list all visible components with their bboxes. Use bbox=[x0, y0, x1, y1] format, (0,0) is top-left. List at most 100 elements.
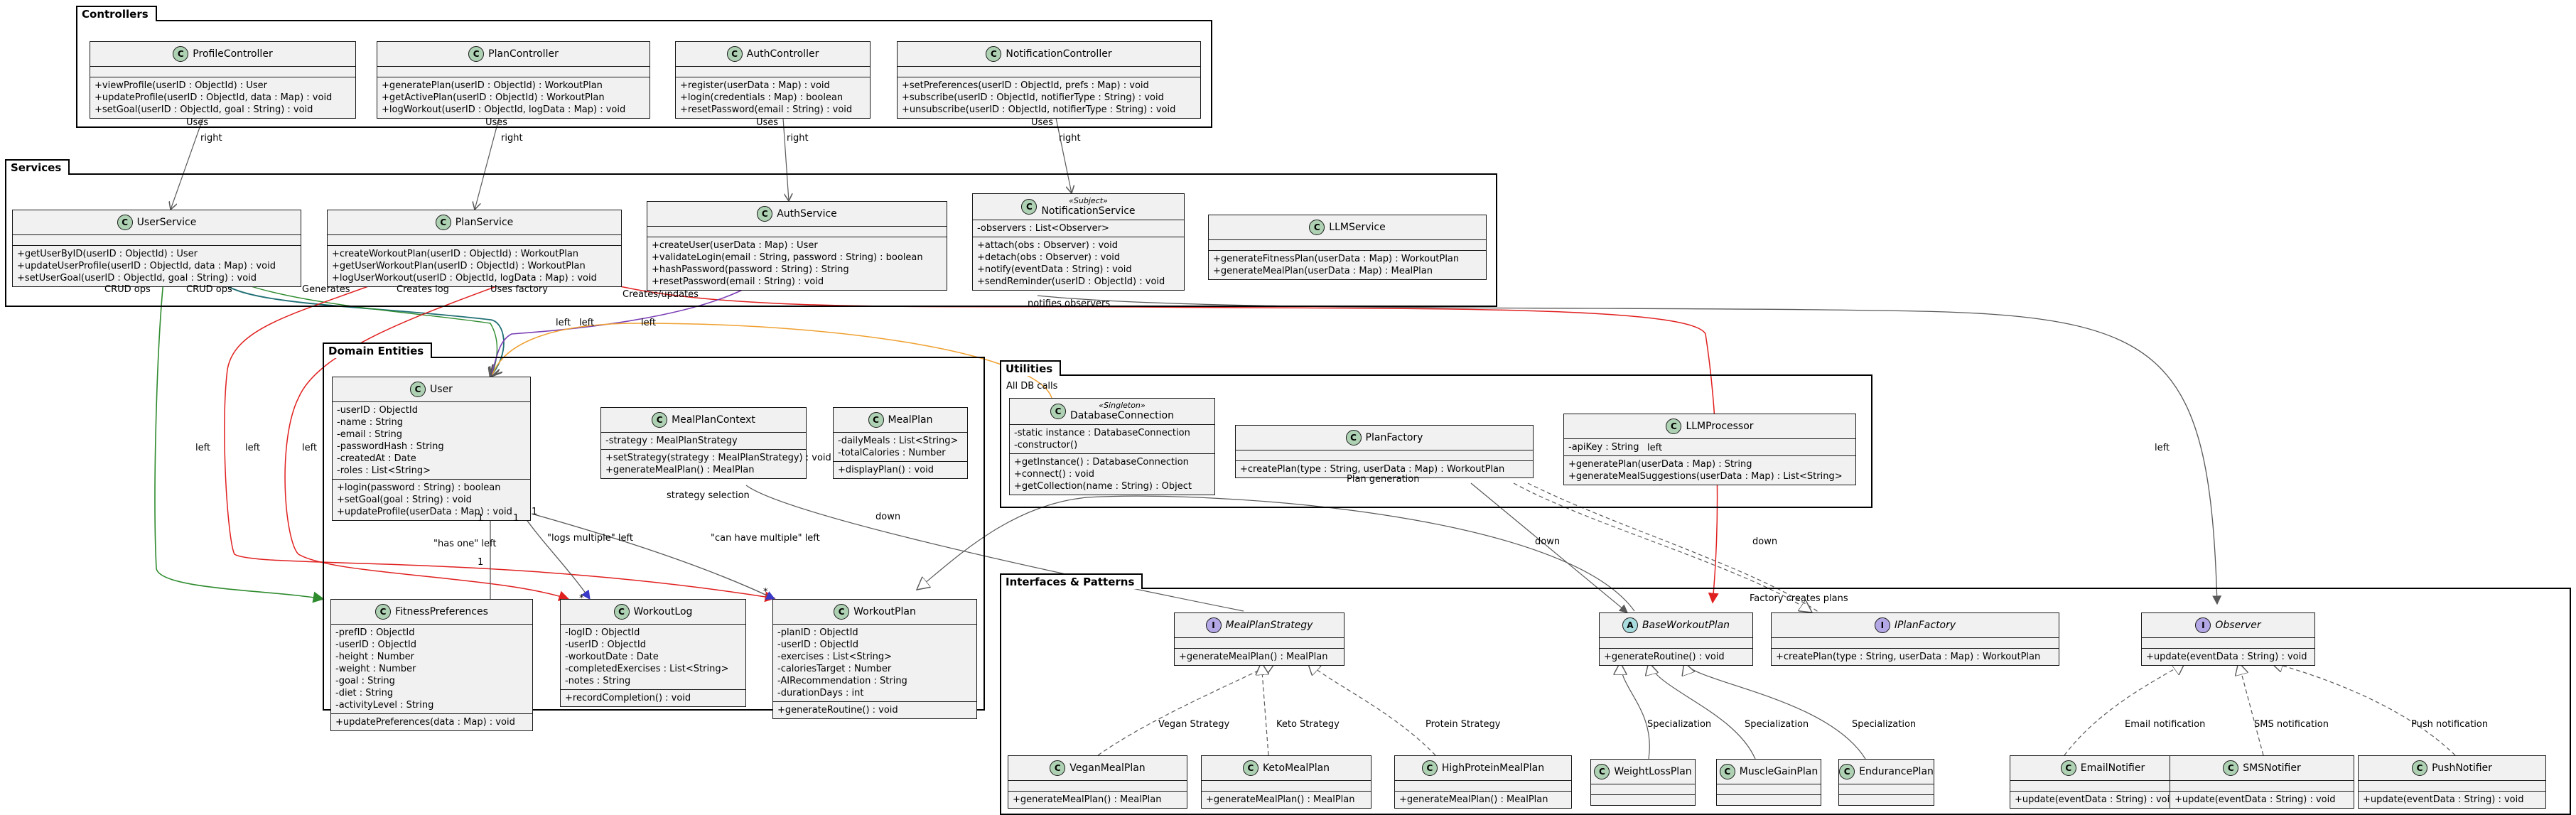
attributes-section: -dailyMeals : List<String>-totalCalories… bbox=[834, 432, 967, 461]
method: +generateRoutine() : void bbox=[777, 705, 898, 716]
method: +hashPassword(password : String) : Strin… bbox=[652, 264, 849, 275]
attributes-section bbox=[1209, 239, 1486, 250]
edge-email-to-observer bbox=[2064, 662, 2185, 756]
attribute: -createdAt : Date bbox=[337, 453, 416, 464]
attribute: -passwordHash : String bbox=[337, 441, 444, 452]
edge-keto-to-strategy bbox=[1261, 662, 1268, 756]
methods-section: +attach(obs : Observer) : void+detach(ob… bbox=[973, 237, 1184, 290]
methods-section bbox=[1591, 794, 1695, 805]
edge-label: "can have multiple" left bbox=[711, 533, 820, 544]
methods-section: +login(password : String) : boolean+setG… bbox=[333, 479, 530, 520]
class-icon: C bbox=[2223, 760, 2239, 776]
edge-label: right bbox=[787, 133, 809, 144]
method: +generatePlan(userData : Map) : String bbox=[1568, 459, 1752, 470]
method: +register(userData : Map) : void bbox=[680, 80, 830, 91]
class-name: ProfileController bbox=[193, 48, 273, 60]
method: +generateRoutine() : void bbox=[1604, 652, 1725, 662]
attribute: -apiKey : String bbox=[1568, 442, 1639, 453]
edge-notifservice-to-observer bbox=[1037, 295, 2222, 605]
class-name: VeganMealPlan bbox=[1069, 762, 1146, 774]
class-name: PushNotifier bbox=[2432, 762, 2492, 774]
class-icon: C bbox=[173, 46, 189, 62]
method: +setGoal(userID : ObjectId, goal : Strin… bbox=[95, 104, 313, 115]
class-icon: C bbox=[652, 412, 668, 428]
edge-label: Uses bbox=[186, 117, 209, 128]
method: +updateProfile(userData : Map) : void bbox=[337, 507, 512, 517]
method: +getInstance() : DatabaseConnection bbox=[1014, 457, 1189, 468]
methods-section: +setStrategy(strategy : MealPlanStrategy… bbox=[601, 449, 831, 478]
method: +validateLogin(email : String, password … bbox=[652, 252, 923, 263]
method: +createUser(userData : Map) : User bbox=[652, 240, 818, 251]
method: +createPlan(type : String, userData : Ma… bbox=[1240, 464, 1505, 475]
attributes-section: -logID : ObjectId-userID : ObjectId-work… bbox=[561, 624, 745, 689]
edge-userservice-to-prefs bbox=[154, 280, 325, 603]
method: +detach(obs : Observer) : void bbox=[977, 252, 1121, 263]
edge-label: * bbox=[579, 593, 584, 604]
package-title: Domain Entities bbox=[323, 342, 433, 358]
method: +updateProfile(userID : ObjectId, data :… bbox=[95, 92, 333, 103]
attributes-section bbox=[1600, 637, 1752, 648]
edge-user-to-workoutplan bbox=[531, 513, 776, 600]
attributes-section bbox=[2170, 780, 2354, 791]
method: +generateMealPlan() : MealPlan bbox=[605, 465, 755, 475]
class-name: AuthService bbox=[777, 208, 837, 220]
class-name: KetoMealPlan bbox=[1262, 762, 1330, 774]
attribute: -name : String bbox=[337, 417, 403, 428]
method: +notify(eventData : String) : void bbox=[977, 264, 1132, 275]
attributes-section bbox=[1591, 784, 1695, 794]
edge-weightloss-to-base bbox=[1620, 662, 1650, 760]
method: +generateFitnessPlan(userData : Map) : W… bbox=[1213, 254, 1460, 264]
methods-section: +createPlan(type : String, userData : Ma… bbox=[1772, 648, 2059, 665]
class-name: PlanController bbox=[488, 48, 559, 60]
method: +generateMealPlan() : MealPlan bbox=[1013, 794, 1162, 805]
class-icon: C bbox=[435, 215, 451, 230]
class-icon: C bbox=[1309, 220, 1325, 235]
abstract-class-icon: A bbox=[1622, 617, 1638, 633]
package-title: Services bbox=[5, 159, 70, 175]
methods-section: +viewProfile(userID : ObjectId) : User+u… bbox=[90, 77, 355, 118]
class-name: HighProteinMealPlan bbox=[1441, 762, 1545, 774]
edge-workoutplan-to-base bbox=[917, 495, 1635, 612]
class-icon: C bbox=[986, 46, 1002, 62]
edge-label: Push notification bbox=[2411, 719, 2489, 730]
class-name: EndurancePlan bbox=[1859, 766, 1934, 777]
edge-label: 1 bbox=[478, 557, 484, 568]
methods-section: +update(eventData : String) : void bbox=[2170, 791, 2354, 808]
edge-label: Factory creates plans bbox=[1750, 593, 1848, 604]
edge-userservice-to-user-green bbox=[234, 280, 498, 379]
attributes-section bbox=[1839, 784, 1934, 794]
attribute: -AIRecommendation : String bbox=[777, 676, 907, 686]
class-name: MealPlanStrategy bbox=[1225, 620, 1313, 631]
method: +unsubscribe(userID : ObjectId, notifier… bbox=[902, 104, 1176, 115]
attribute: -totalCalories : Number bbox=[838, 448, 946, 458]
attribute: -caloriesTarget : Number bbox=[777, 664, 892, 674]
method: +generatePlan(userID : ObjectId) : Worko… bbox=[382, 80, 603, 91]
edge-label: Uses bbox=[756, 117, 779, 128]
method: +getCollection(name : String) : Object bbox=[1014, 481, 1192, 492]
class-icon: C bbox=[2060, 760, 2076, 776]
attributes-section bbox=[1008, 780, 1187, 791]
attribute: -constructor() bbox=[1014, 440, 1078, 450]
class-stereotype: «Subject» bbox=[1069, 196, 1108, 205]
class-icon: C bbox=[410, 382, 426, 397]
method: +resetPassword(email : String) : void bbox=[680, 104, 853, 115]
method: +sendReminder(userID : ObjectId) : void bbox=[977, 276, 1165, 287]
attribute: -notes : String bbox=[565, 676, 631, 686]
